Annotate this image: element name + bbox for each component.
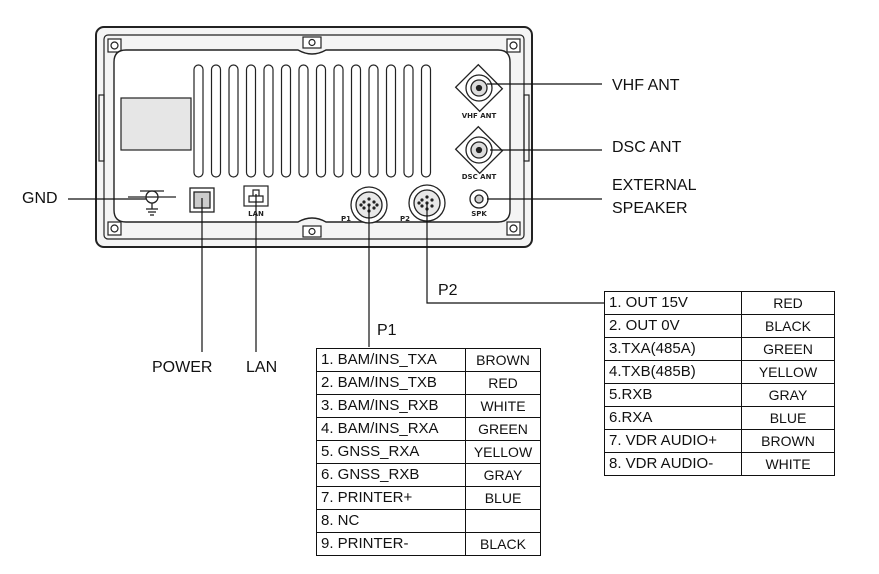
p2-wire-color-cell: WHITE (741, 452, 835, 476)
p1-pin-cell: 2. BAM/INS_TXB (316, 371, 466, 395)
dsc-ant-connector (454, 125, 504, 175)
vent-slot (315, 64, 327, 178)
p2-row: 4.TXB(485B)YELLOW (604, 360, 835, 384)
p1-pin-cell: 9. PRINTER- (316, 532, 466, 556)
vent-slot (280, 64, 292, 178)
p2-wire-color-cell: RED (741, 291, 835, 315)
p2-pin-cell: 2. OUT 0V (604, 314, 742, 338)
p2-pin-cell: 6.RXA (604, 406, 742, 430)
p1-pin-cell: 8. NC (316, 509, 466, 533)
panel-text-dsc-ant: DSC ANT (462, 173, 497, 181)
p1-pin-cell: 5. GNSS_RXA (316, 440, 466, 464)
p1-pin-cell: 4. BAM/INS_RXA (316, 417, 466, 441)
p1-label: P1 (377, 322, 397, 339)
vent-slot (368, 64, 379, 178)
vent-slot (228, 64, 239, 178)
p2-pin-cell: 1. OUT 15V (604, 291, 742, 315)
external-speaker-label-line2: SPEAKER (612, 200, 688, 217)
vent-slot (210, 64, 222, 178)
vent-slot (298, 64, 309, 178)
corner-screws (107, 36, 521, 238)
p1-pin-cell: 3. BAM/INS_RXB (316, 394, 466, 418)
p2-pin-cell: 3.TXA(485A) (604, 337, 742, 361)
p2-pin-cell: 8. VDR AUDIO- (604, 452, 742, 476)
power-label: POWER (152, 359, 213, 376)
gnd-terminal (128, 190, 176, 216)
p2-wire-color-cell: BLACK (741, 314, 835, 338)
p1-row: 8. NC (316, 509, 541, 533)
gnd-label: GND (22, 190, 58, 207)
vent-slot (333, 64, 344, 178)
speaker-jack (469, 189, 489, 209)
p1-wire-color-cell: WHITE (465, 394, 541, 418)
p2-pin-cell: 7. VDR AUDIO+ (604, 429, 742, 453)
p1-pin-cell: 6. GNSS_RXB (316, 463, 466, 487)
p2-pin-cell: 5.RXB (604, 383, 742, 407)
p1-wire-color-cell: GRAY (465, 463, 541, 487)
p2-row: 7. VDR AUDIO+BROWN (604, 429, 835, 453)
leader-lines (68, 83, 605, 352)
p1-wire-color-cell: BLUE (465, 486, 541, 510)
p1-wire-color-cell: YELLOW (465, 440, 541, 464)
p2-label: P2 (438, 282, 458, 299)
label-plate (120, 97, 192, 151)
p1-pin-cell: 1. BAM/INS_TXA (316, 348, 466, 372)
p2-wire-color-cell: BROWN (741, 429, 835, 453)
p1-wire-color-cell (465, 509, 541, 533)
vhf-ant-connector (454, 63, 504, 113)
p2-wire-color-cell: BLUE (741, 406, 835, 430)
p2-wire-color-cell: YELLOW (741, 360, 835, 384)
vent-slot (403, 64, 414, 178)
vent-slot (420, 64, 432, 178)
external-speaker-label-line1: EXTERNAL (612, 177, 697, 194)
p2-pin-cell: 4.TXB(485B) (604, 360, 742, 384)
dsc-ant-label: DSC ANT (612, 139, 682, 156)
p1-wire-color-cell: GREEN (465, 417, 541, 441)
p1-row: 7. PRINTER+BLUE (316, 486, 541, 510)
panel-text-p2: P2 (400, 215, 410, 223)
vent-slot (350, 64, 362, 178)
lan-label: LAN (246, 359, 278, 376)
p2-wire-color-cell: GREEN (741, 337, 835, 361)
panel-text-vhf-ant: VHF ANT (462, 112, 497, 120)
p1-wire-color-cell: BLACK (465, 532, 541, 556)
p1-wire-color-cell: BROWN (465, 348, 541, 372)
panel-text-spk: SPK (471, 210, 487, 218)
vent-slot (245, 64, 257, 178)
p2-wire-color-cell: GRAY (741, 383, 835, 407)
vhf-ant-label: VHF ANT (612, 77, 680, 94)
panel-text-p1: P1 (341, 215, 351, 223)
p1-wire-color-cell: RED (465, 371, 541, 395)
p1-row: 9. PRINTER-BLACK (316, 532, 541, 556)
vent-slots (193, 64, 432, 178)
vent-slot (385, 64, 397, 178)
vent-slot (263, 64, 274, 178)
vent-slot (193, 64, 204, 178)
p1-pin-cell: 7. PRINTER+ (316, 486, 466, 510)
p2-row: 3.TXA(485A)GREEN (604, 337, 835, 361)
p2-row: 8. VDR AUDIO-WHITE (604, 452, 835, 476)
